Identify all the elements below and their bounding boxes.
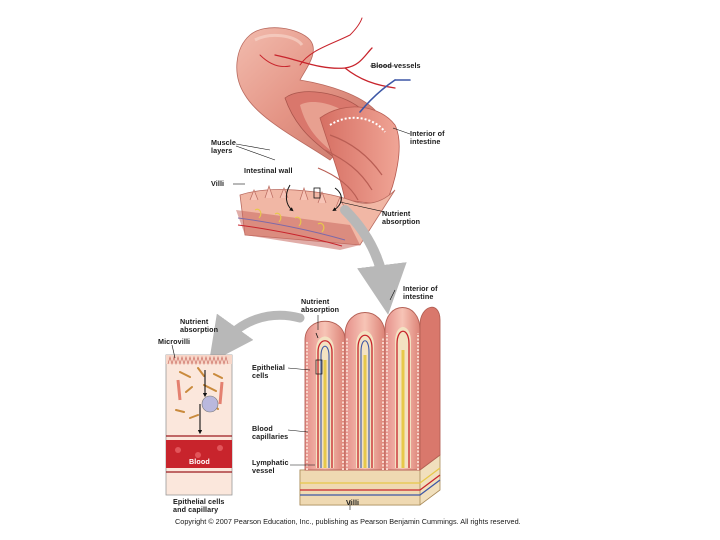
leader-lines — [233, 65, 411, 510]
label-villi-top: Villi — [211, 179, 225, 188]
label-epithelial-cells: Epithelial cells — [252, 363, 285, 381]
label-epithelial-cells-and-capillary: Epithelial cells and capillary — [173, 497, 225, 515]
microvilli-inset — [165, 344, 233, 496]
label-villi-bottom: Villi — [346, 498, 360, 507]
villi-block — [299, 307, 441, 506]
label-blood-vessels: Blood vessels — [371, 61, 421, 70]
zoom-arrow-down — [340, 205, 407, 315]
label-nutrient-absorption-mid: Nutrient absorption — [301, 297, 340, 315]
label-lymphatic-vessel: Lymphatic vessel — [252, 458, 289, 476]
label-blood: Blood — [189, 457, 210, 466]
intestinal-wall-block — [236, 184, 396, 250]
label-interior-of-intestine-top: Interior of intestine — [410, 129, 445, 147]
label-intestinal-wall: Intestinal wall — [244, 166, 293, 175]
intestine-tube — [236, 27, 400, 206]
label-nutrient-absorption-top: Nutrient absorption — [382, 209, 421, 227]
label-microvilli: Microvilli — [158, 337, 191, 346]
zoom-arrow-left — [208, 310, 305, 364]
copyright-notice: Copyright © 2007 Pearson Education, Inc.… — [175, 517, 521, 526]
label-nutrient-absorption-left: Nutrient absorption — [180, 317, 219, 335]
label-muscle-layers: Muscle layers — [211, 138, 236, 156]
label-blood-capillaries: Blood capillaries — [252, 424, 289, 442]
blood-vessels-drawing — [259, 17, 411, 113]
label-interior-of-intestine-bottom: Interior of intestine — [403, 284, 438, 302]
